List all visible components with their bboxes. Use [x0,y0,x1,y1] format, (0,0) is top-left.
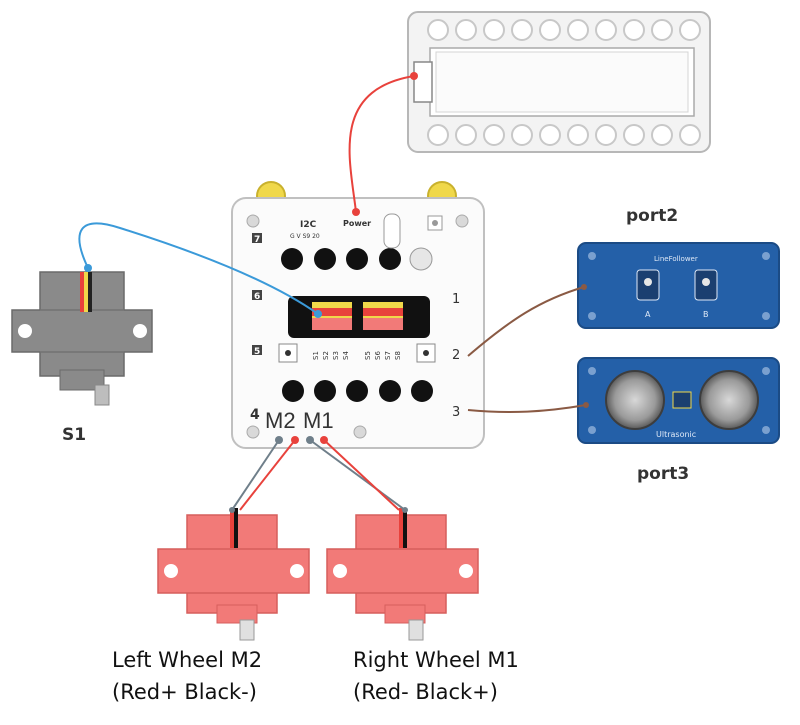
port2-label: port2 [626,206,679,226]
wire-m2-red [239,439,296,511]
pin-s2: S2 [322,351,330,360]
port-1-number: 1 [452,292,460,307]
right-wheel-polarity: (Red- Black+) [353,680,498,704]
motor-port-m2-label: M2 [265,408,296,433]
pin-s5: S5 [364,351,372,360]
wire-servo-s1 [78,222,319,315]
port-3-number: 3 [452,405,460,420]
pin-s8: S8 [394,351,402,360]
wire-power-display [348,75,415,213]
pin-s7: S7 [384,351,392,360]
port2-pin-b: B [703,310,709,319]
servo-pin-header [312,302,403,330]
left-motor [157,508,310,641]
port-7-number: 7 [254,235,260,245]
port-2-number: 2 [452,348,460,363]
controller-board: I2C G V S9 20 Power 7 6 5 4 1 2 3 [231,181,485,449]
pin-s6: S6 [374,351,382,360]
right-wheel-caption: Right Wheel M1 (Red- Black+) [353,644,519,708]
bottom-port-row [282,380,433,402]
wire-m1-red [323,439,400,511]
power-label: Power [343,219,371,228]
port3-module: Ultrasonic [577,357,780,444]
left-wheel-polarity: (Red+ Black-) [112,680,257,704]
top-port-row [281,247,433,271]
servo-s1-label: S1 [62,425,87,445]
pin-s1: S1 [312,351,320,360]
port2-module: LineFollower A B [577,242,780,329]
i2c-label: I2C [300,220,317,230]
wire-port3 [467,404,587,414]
wires [78,75,589,513]
display-board [407,11,711,153]
left-wheel-title: Left Wheel M2 [112,648,263,672]
right-wheel-title: Right Wheel M1 [353,648,519,672]
port-5-number: 5 [254,347,260,357]
servo-s1 [11,264,153,406]
port3-label: port3 [637,464,690,484]
right-motor [326,508,479,641]
wire-m2-gray [231,439,280,511]
wire-m1-gray [309,439,406,511]
pin-s4: S4 [342,351,350,360]
motor-port-m1-label: M1 [303,408,334,433]
port2-module-text: LineFollower [654,255,698,263]
port-6-number: 6 [254,292,260,302]
port2-pin-a: A [645,310,651,319]
pin-s3: S3 [332,351,340,360]
i2c-pins-label: G V S9 20 [290,233,320,240]
left-wheel-caption: Left Wheel M2 (Red+ Black-) [112,644,262,708]
port3-module-text: Ultrasonic [656,430,696,439]
port-4-number: 4 [250,407,260,423]
wire-port2 [467,286,585,357]
